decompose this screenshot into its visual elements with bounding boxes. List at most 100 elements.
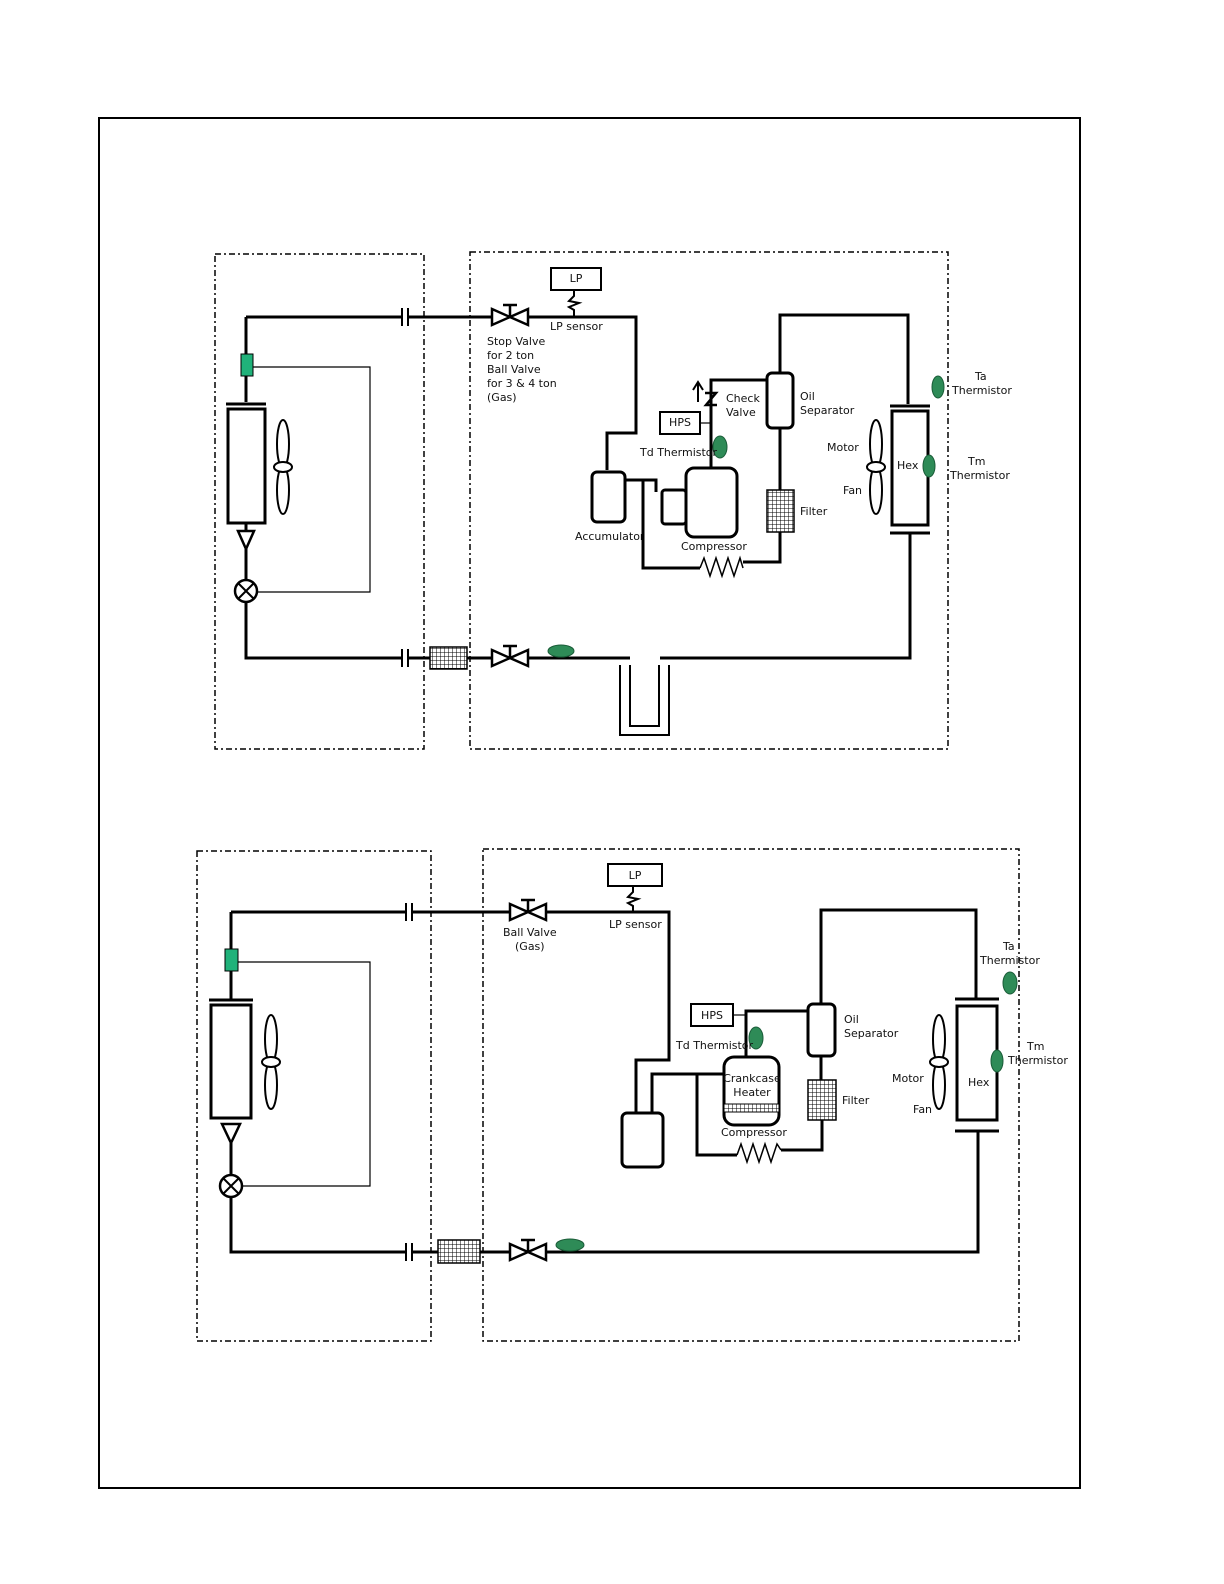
bottom-crankcase-label-2: Heater (733, 1086, 771, 1099)
top-compressor-motor-block (660, 488, 688, 526)
top-oil-separator-label-2: Separator (800, 404, 855, 417)
top-tm-thermistor-icon (922, 454, 936, 478)
top-discharge-line (709, 378, 766, 468)
top-indoor-unit-boundary (214, 253, 425, 750)
bottom-oil-separator (806, 1002, 837, 1058)
top-gas-stop-valve-icon (490, 303, 530, 327)
top-compressor (684, 466, 739, 539)
bottom-hex (955, 1004, 999, 1122)
top-check-valve-label-1: Check (726, 392, 760, 405)
bottom-oil-separator-label-1: Oil (844, 1013, 859, 1026)
top-indoor-coil (226, 407, 267, 525)
top-motor-label: Motor (827, 441, 859, 454)
top-lp-label: LP (570, 272, 583, 285)
top-diagram: LP LP sensor Stop Valve for 2 ton Ball V… (214, 251, 1012, 750)
bottom-gas-ball-valve-icon (508, 898, 548, 922)
top-lp-switch-box (550, 267, 602, 291)
bottom-ta-label-2: Thermistor (979, 954, 1040, 967)
top-stop-valve-label-1: Stop Valve (487, 335, 545, 348)
top-oil-return-line (641, 480, 700, 570)
bottom-indoor-fan-icon (261, 1014, 281, 1110)
top-oil-separator (765, 371, 795, 430)
bottom-oil-separator-label-2: Separator (844, 1027, 899, 1040)
bottom-liquid-thermistor-icon (555, 1238, 585, 1252)
bottom-crankcase-heater-band (723, 1103, 780, 1113)
bottom-hot-gas-to-hex (819, 908, 978, 1004)
bottom-lp-switch-box (607, 863, 663, 887)
top-hps-label: HPS (669, 416, 691, 429)
top-liquid-return (660, 533, 912, 660)
top-filter (766, 489, 795, 533)
bottom-liquid-line-indoor (229, 1197, 406, 1254)
top-lp-sensor-label: LP sensor (550, 320, 603, 333)
top-oil-separator-label-1: Oil (800, 390, 815, 403)
bottom-oil-return-line (695, 1074, 737, 1157)
top-liquid-stop-valve-icon (490, 644, 530, 668)
bottom-tm-thermistor-icon (990, 1049, 1004, 1073)
bottom-gas-flare-joint (405, 903, 413, 921)
bottom-tm-label-2: Thermistor (1007, 1054, 1068, 1067)
bottom-ball-valve-label-2: (Gas) (515, 940, 545, 953)
top-liquid-filter (429, 646, 468, 670)
bottom-suction-line (546, 910, 671, 1113)
bottom-expansion-valve-icon (218, 1173, 244, 1199)
bottom-outdoor-fan-icon (929, 1014, 949, 1110)
top-check-valve-icon (703, 391, 719, 407)
top-discharge-arrow-icon (692, 380, 704, 402)
bottom-compressor-label: Compressor (721, 1126, 787, 1139)
top-liquid-flare-joint (401, 649, 409, 667)
top-accumulator-outlet (625, 478, 658, 492)
top-capillary-to-filter (743, 532, 782, 564)
bottom-liquid-flare-joint (405, 1243, 413, 1261)
page-frame (98, 117, 1081, 1489)
top-expansion-valve-icon (233, 578, 259, 604)
top-tm-label-1: Tm (967, 455, 985, 468)
bottom-liquid-return (546, 1131, 980, 1254)
bottom-lp-label: LP (629, 869, 642, 882)
top-check-valve-label-2: Valve (726, 406, 756, 419)
top-liquid-line-indoor (244, 602, 402, 660)
top-ta-label-1: Ta (974, 370, 987, 383)
top-fan-label: Fan (843, 484, 862, 497)
top-indoor-sense-line (253, 366, 371, 593)
bottom-indoor-sensor-block (224, 948, 239, 972)
top-capillary-icon (699, 555, 744, 579)
bottom-capillary-to-filter (781, 1120, 824, 1152)
top-indoor-sensor-block (240, 353, 254, 377)
top-indoor-strainer (236, 529, 256, 553)
bottom-indoor-strainer (220, 1122, 242, 1146)
bottom-indoor-sense-line (238, 961, 371, 1187)
top-suction-line (528, 315, 638, 470)
bottom-indoor-unit-boundary (196, 850, 432, 1342)
bottom-lp-sensor-label: LP sensor (609, 918, 662, 931)
top-hex-label: Hex (897, 459, 919, 472)
top-stop-valve-label-3: Ball Valve (487, 363, 541, 376)
bottom-fan-label: Fan (913, 1103, 932, 1116)
top-liquid-loop-icon (619, 665, 670, 736)
bottom-ball-valve-label-1: Ball Valve (503, 926, 557, 939)
bottom-outdoor-unit-boundary (482, 848, 1020, 1342)
top-accumulator (590, 470, 627, 524)
bottom-filter (807, 1079, 837, 1121)
top-ta-label-2: Thermistor (951, 384, 1012, 397)
top-lp-spring-icon (566, 290, 583, 317)
bottom-hex-label: Hex (968, 1076, 990, 1089)
bottom-capillary-icon (736, 1141, 782, 1165)
top-gas-flare-joint (401, 308, 409, 326)
bottom-filter-label: Filter (842, 1094, 870, 1107)
top-filter-label: Filter (800, 505, 828, 518)
top-compressor-label: Compressor (681, 540, 747, 553)
bottom-td-thermistor-icon (748, 1026, 764, 1050)
top-outdoor-fan-icon (866, 419, 886, 515)
bottom-ta-thermistor-icon (1002, 971, 1018, 995)
top-td-thermistor-icon (712, 435, 728, 459)
top-tm-label-2: Thermistor (949, 469, 1010, 482)
top-td-thermistor-label: Td Thermistor (639, 446, 718, 459)
top-accumulator-label: Accumulator (575, 530, 645, 543)
top-liquid-thermistor-icon (547, 644, 575, 658)
bottom-indoor-coil (209, 1003, 253, 1120)
top-hot-gas-to-hex (778, 313, 910, 404)
bottom-discharge-line (744, 1009, 809, 1057)
bottom-accumulator-outlet (650, 1072, 724, 1113)
